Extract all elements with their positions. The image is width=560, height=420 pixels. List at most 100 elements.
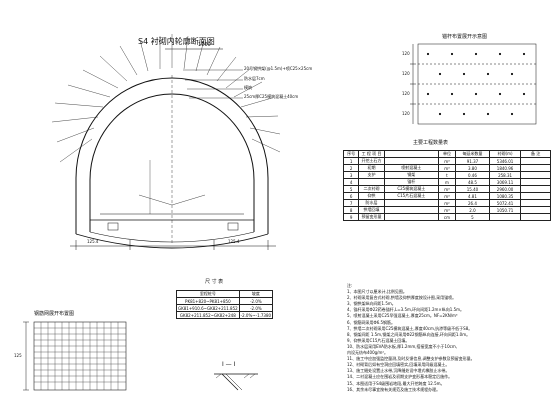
section-marker-label: I — I — [222, 361, 236, 368]
cell: 5 — [342, 185, 360, 193]
note-line: 2、衬砌采用复合式衬砌,拱墙及仰拱厚度按设计图,采用锚喷。 — [347, 295, 457, 301]
col-header: 序号 — [342, 150, 360, 158]
cell: 1080.35 — [488, 192, 522, 200]
cell: 仰拱 — [358, 192, 385, 200]
cell: 钢架 — [383, 171, 439, 179]
cell: GK82+211.852~GK82+248 — [176, 311, 240, 319]
cell: PK81+820~PK81+850 — [176, 297, 240, 305]
cell: 48.5 — [455, 178, 490, 186]
cell: m³ — [437, 192, 457, 200]
note-line: 13、施工缝处设置止水带,沉降缝处设中埋式橡胶止水带。 — [347, 368, 450, 374]
inner-lining — [89, 93, 255, 232]
cell: GK81+910.6~GK82+211.852 — [176, 304, 240, 312]
note-line: 8、钢架间距 1.5m,钢架之间采用Φ22钢筋纵向连接,环向间距1.0m。 — [347, 331, 471, 337]
invert — [75, 233, 269, 249]
quantity-table-title: 主要工程数量表 — [413, 140, 449, 146]
notes-block: 注: 1、本图尺寸以厘米计,比例见图。 2、衬砌采用复合式衬砌,拱墙及仰拱厚度按… — [347, 283, 552, 393]
cell: t — [437, 171, 457, 179]
cell: cm — [437, 213, 457, 221]
note-line: 12、衬砌背后如有空洞应回填密实,回填采用同级混凝土。 — [347, 362, 450, 368]
cell: 锚杆 — [383, 178, 439, 186]
plan-dim-4: 120 — [402, 111, 410, 116]
cell: 拱墙回填 — [358, 206, 385, 214]
cell — [520, 192, 551, 200]
col-header: 每延米数量 — [455, 150, 490, 158]
cell: -2.0% — [238, 297, 274, 305]
plan-dim-1: 120 — [402, 51, 410, 56]
note-line: 10、防水层采用EVA防水板,厚1.2mm,搭接宽度不小于10cm, — [347, 343, 457, 349]
col-header: 坡度 — [238, 290, 274, 298]
mesh-view-title: 钢筋网展开布置图 — [34, 311, 75, 317]
cell: 防水层 — [358, 199, 385, 207]
cell — [520, 206, 551, 214]
note-line: 15、本图适用于S4级围岩地段,最大开挖跨度 12.5m。 — [347, 380, 445, 386]
cell: 喷射混凝土 — [383, 164, 439, 172]
cell: 2 — [342, 164, 360, 172]
size-table-title: 尺 寸 表 — [205, 279, 224, 285]
section-symbol — [214, 373, 258, 391]
layer-label-2: 防水层7cm — [244, 76, 265, 81]
note-line: 注: — [347, 283, 353, 288]
cell — [520, 171, 551, 179]
col-header: 衬砌(m) — [488, 150, 522, 158]
cell: 4 — [342, 178, 360, 186]
cell: 1050.71 — [488, 206, 522, 214]
cell: C15片石混凝土 — [383, 192, 439, 200]
bottom-dim-right: 125.4 — [228, 239, 240, 244]
layer-label-3: 模筑 — [244, 85, 252, 90]
col-header: 里程桩号 — [176, 290, 240, 298]
top-dimension: 1100 — [198, 42, 211, 48]
col-header: 工 程 项 目 — [358, 150, 385, 158]
cell — [383, 199, 439, 207]
tunnel-section — [51, 34, 281, 250]
cell: 1 — [342, 157, 360, 165]
note-line: 6、钢筋网采用Φ6.5钢筋。 — [347, 319, 396, 325]
plan-dim-3: 120 — [402, 91, 410, 96]
note-line: 3、钢拱架纵向间距1.5m。 — [347, 301, 396, 307]
cell — [520, 178, 551, 186]
cell: 5 — [455, 213, 490, 221]
plan-view-title: 锚杆布置展开示意图 — [442, 34, 488, 40]
note-line: 内设无纺布400g/m²。 — [347, 350, 389, 356]
cell: 1840.96 — [488, 164, 522, 172]
layer-label-1: 20号钢拱架(@1.5m)+喷C25×25cm — [244, 66, 313, 71]
cell: 6 — [342, 192, 360, 200]
plan-view-grid — [410, 43, 537, 125]
layer-label-4: 25cm厚C25模筑混凝土40cm — [244, 94, 299, 99]
cell: m³ — [437, 206, 457, 214]
cell: 二次衬砌 — [358, 185, 385, 193]
cell: 2960.00 — [488, 185, 522, 193]
cell: 258.31 — [488, 171, 522, 179]
note-line: 7、拱墙二次衬砌采用C25模筑混凝土,厚度40cm,抗渗等级不低于S8。 — [347, 325, 473, 331]
cell — [383, 206, 439, 214]
cell: 支护 — [358, 171, 385, 179]
cell — [383, 213, 439, 221]
cell — [520, 213, 551, 221]
col-header — [383, 150, 439, 158]
bottom-dim-left: 125.4 — [87, 239, 99, 244]
cell: 3 — [342, 171, 360, 179]
table-row: GK81+910.6~GK82+211.852 -2.0% — [176, 304, 274, 312]
cell: m² — [437, 199, 457, 207]
cell: C25模筑混凝土 — [383, 185, 439, 193]
cell: 7 — [342, 199, 360, 207]
cell: -2.0%~-1.7380 — [238, 311, 274, 319]
note-line: 14、二衬混凝土应在围岩及初期支护变形基本稳定后施作。 — [347, 374, 453, 380]
size-table: 里程桩号 坡度 PK81+820~PK81+850 -2.0% GK81+910… — [176, 290, 274, 319]
cell: 初期 — [358, 164, 385, 172]
note-line: 9、仰拱采用C15片石混凝土回填。 — [347, 337, 410, 343]
note-line: 4、锚杆采用Φ22药卷锚杆,L=3.5m,环向间距1.2m×纵向1.5m。 — [347, 307, 465, 313]
cell — [520, 157, 551, 165]
cell: 3.80 — [455, 164, 490, 172]
note-line: 11、施工中应加强监控量测,及时反馈信息,调整支护参数及预留变形量。 — [347, 356, 475, 362]
